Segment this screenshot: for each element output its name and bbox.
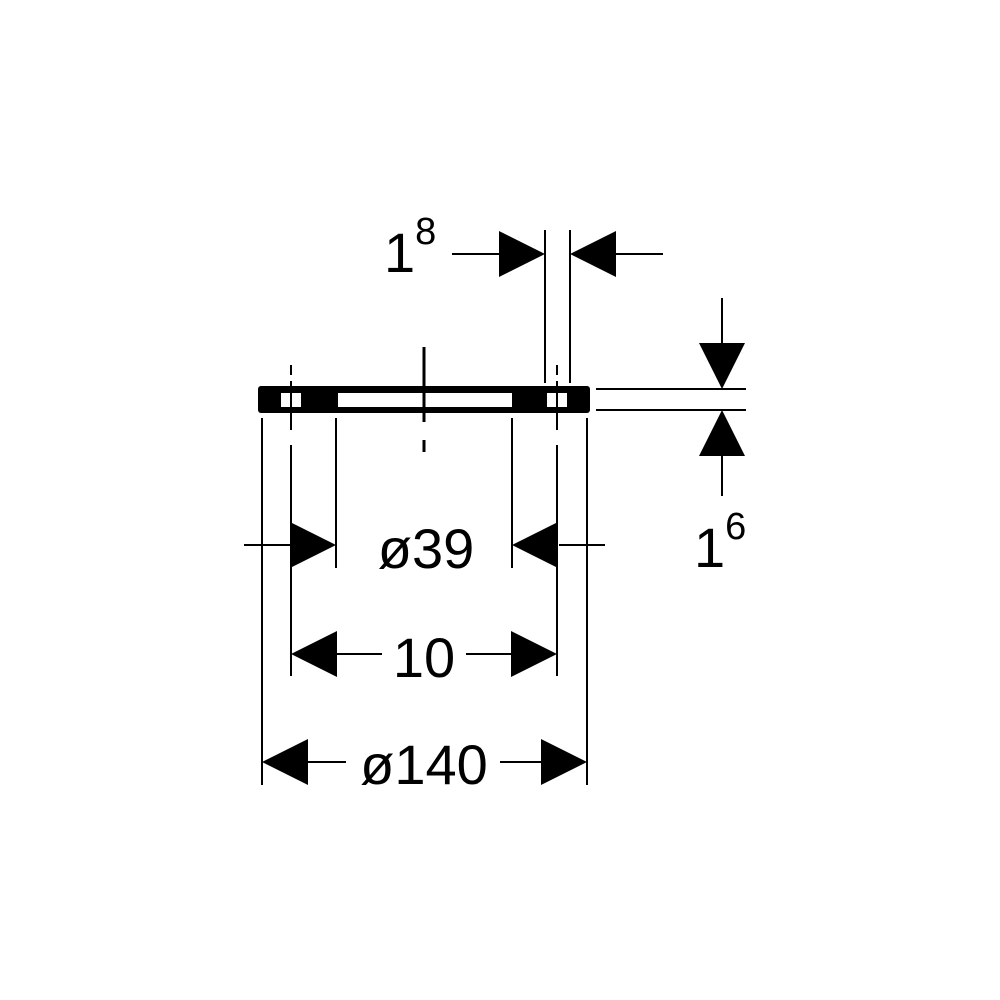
thickness-arrow-down bbox=[699, 343, 745, 389]
outer-diameter-label: ø140 bbox=[360, 733, 488, 796]
inner-diameter-label: ø39 bbox=[378, 517, 475, 580]
outer-diameter-arrow-left bbox=[262, 739, 308, 785]
top-width-dimension bbox=[452, 230, 663, 383]
extension-lines bbox=[261, 418, 588, 785]
inner-diameter-arrow-left bbox=[512, 522, 558, 568]
top-width-arrow-left bbox=[570, 231, 616, 277]
middle-width-label: 10 bbox=[393, 626, 455, 689]
top-width-label: 18 bbox=[384, 211, 436, 284]
top-width-arrow-right bbox=[499, 231, 545, 277]
outer-diameter-arrow-right bbox=[541, 739, 587, 785]
middle-width-arrow-left bbox=[291, 631, 337, 677]
inner-diameter-arrow-right bbox=[290, 522, 336, 568]
hole-center-lines bbox=[290, 365, 558, 430]
thickness-arrow-up bbox=[699, 410, 745, 456]
thickness-label: 16 bbox=[694, 506, 746, 579]
middle-width-arrow-right bbox=[511, 631, 557, 677]
thickness-dimension bbox=[596, 298, 746, 496]
